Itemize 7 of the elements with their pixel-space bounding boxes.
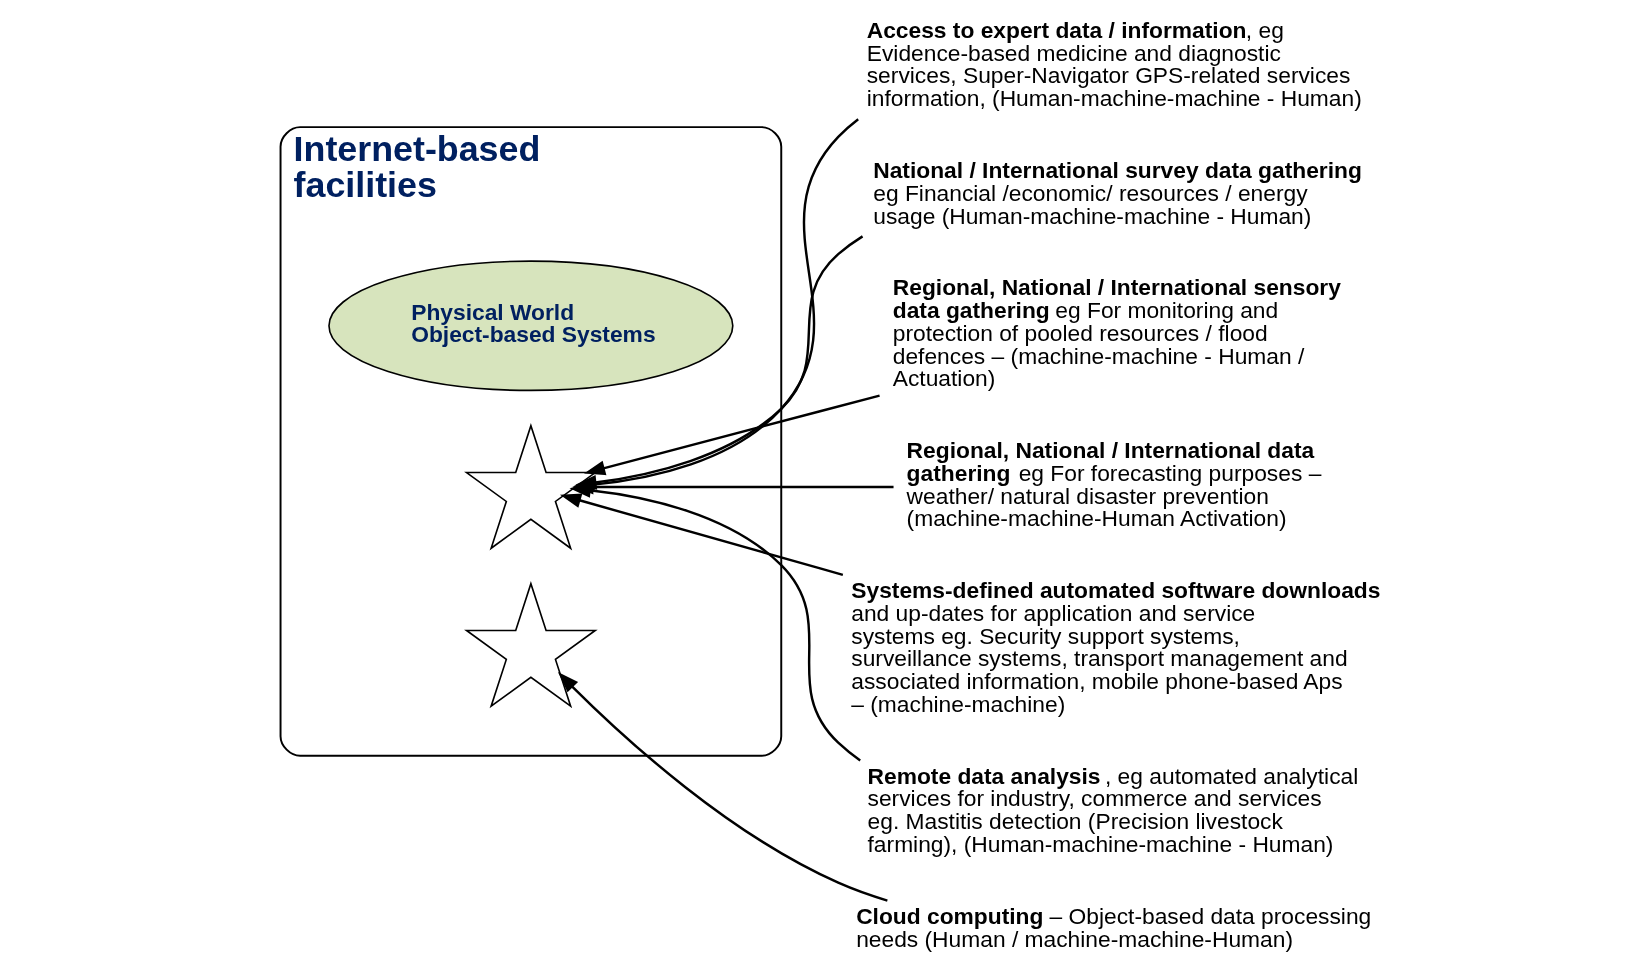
node-text: Cloud computing – Object-based data processing needs (Human / machine-machine-Human) bbox=[856, 902, 1372, 952]
node-text: Systems-defined automated software downloads and up-dates for application and service systems eg. Security support systems, surveillance systems, transport management and associated information, mobile phone-based Aps – (machine-machine) bbox=[851, 577, 1381, 718]
node-text: Regional, National / International sensory data gathering eg For monitoring and protection of pooled resources / flood defences – (machine-machine - Human / Actuation) bbox=[892, 274, 1341, 392]
node-text: Access to expert data / information, eg Evidence-based medicine and diagnostic services, Super-Navigator GPS-related services information, (Human-machine-machine - Human) bbox=[866, 16, 1362, 112]
node-text: National / International survey data gathering eg Financial /economic/ resources / energy usage (Human-machine-machine - Human) bbox=[873, 156, 1362, 229]
node-text: Regional, National / International data gathering eg For forecasting purposes – weather/ natural disaster prevention (machine-machine-Human Activation) bbox=[906, 437, 1322, 532]
node-text: Remote data analysis, eg automated analytical services for industry, commerce and services eg. Mastitis detection (Precision livestock farming), (Human-machine-machine - Human) bbox=[867, 762, 1359, 858]
